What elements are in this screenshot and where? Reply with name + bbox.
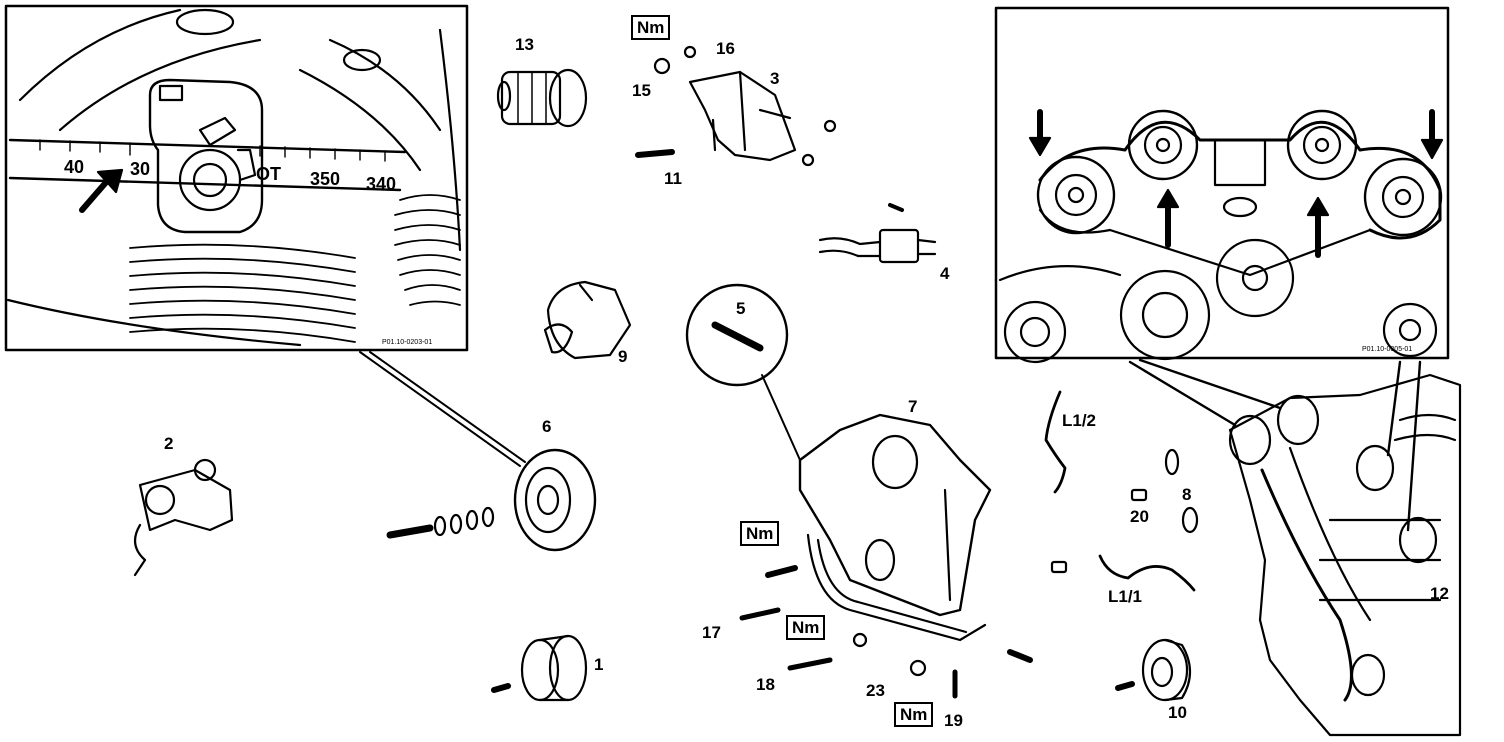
- label-part-4: 4: [940, 264, 950, 283]
- label-part-16: 16: [716, 39, 735, 58]
- part-5-detail-circle: [685, 283, 801, 461]
- crankshaft-timing-mark-inset: [4, 4, 469, 352]
- part-6-pulley: [386, 448, 597, 552]
- inset-left-reference: P01.10-0203-01: [382, 339, 433, 346]
- label-part-18: 18: [756, 675, 775, 694]
- part-2-component: [133, 458, 234, 577]
- label-l1-2: L1/2: [1062, 411, 1097, 430]
- label-part-3: 3: [770, 69, 780, 88]
- label-part-2: 2: [164, 434, 174, 453]
- scale-mark-340: 340: [366, 174, 397, 194]
- label-part-13: 13: [515, 35, 534, 54]
- label-part-20: 20: [1130, 507, 1149, 526]
- part-3-bracket: [635, 45, 837, 167]
- label-part-15: 15: [632, 81, 651, 100]
- label-part-8: 8: [1182, 485, 1192, 504]
- part-9-component: [543, 280, 632, 360]
- part-1-roller: [491, 634, 588, 702]
- sensor-l1-1: [1050, 448, 1199, 592]
- label-part-12: 12: [1430, 584, 1449, 603]
- label-part-7: 7: [908, 397, 918, 416]
- label-part-11: 11: [664, 169, 682, 188]
- scale-mark-30: 30: [130, 159, 151, 179]
- label-part-17: 17: [702, 623, 721, 642]
- label-part-10: 10: [1168, 703, 1187, 722]
- label-part-9: 9: [618, 347, 628, 366]
- torque-box-top: Nm: [631, 15, 671, 40]
- inset-right-reference: P01.10-0305-01: [1362, 346, 1413, 353]
- scale-mark-ot: OT: [256, 164, 281, 184]
- torque-box-17: Nm: [786, 615, 826, 640]
- torque-box-cover: Nm: [740, 521, 780, 546]
- part-4-component: [818, 203, 937, 264]
- scale-mark-350: 350: [310, 169, 341, 189]
- label-part-23: 23: [866, 681, 885, 700]
- part-10-pulley: [1115, 638, 1192, 702]
- sensor-l1-2: [1044, 390, 1067, 494]
- label-part-1: 1: [594, 655, 604, 674]
- label-part-5: 5: [736, 299, 746, 318]
- scale-mark-40: 40: [64, 157, 85, 177]
- torque-box-19: Nm: [894, 702, 934, 727]
- engine-block: [1228, 373, 1462, 737]
- camshaft-timing-chain-inset: [994, 6, 1450, 364]
- part-7-timing-cover: [739, 413, 1033, 699]
- label-l1-1: L1/1: [1108, 587, 1143, 606]
- part-13-component: [496, 68, 588, 128]
- label-part-6: 6: [542, 417, 552, 436]
- label-part-19: 19: [944, 711, 963, 730]
